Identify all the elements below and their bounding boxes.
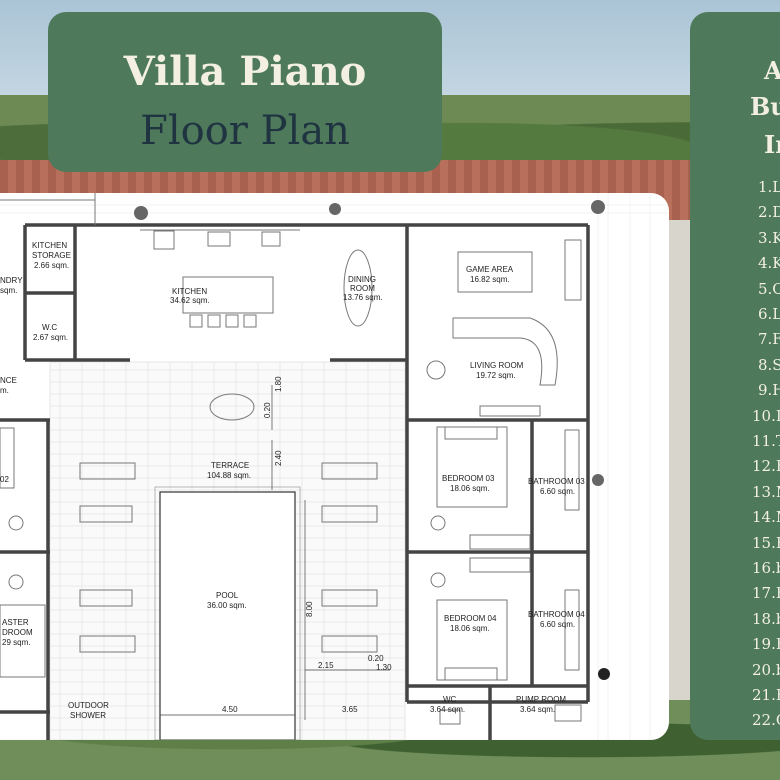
game-area-label: GAME AREA <box>466 265 514 274</box>
kitchen-label: KITCHEN <box>172 287 207 296</box>
pool-label: POOL <box>216 591 239 600</box>
bedroom-02-label: 02 <box>0 475 9 484</box>
entrance-label: NCE <box>0 376 17 385</box>
bedroom-04-area: 18.06 sqm. <box>450 624 490 633</box>
kitchen-storage-label-2: STORAGE <box>32 251 71 260</box>
legend-item: 4.K <box>758 254 780 273</box>
legend-item: 19.F <box>752 635 780 654</box>
dim-020-b: 0.20 <box>368 654 384 663</box>
kitchen-area: 34.62 sqm. <box>170 296 210 305</box>
legend-item: 21.F <box>752 686 780 704</box>
legend-item: 11.T <box>752 432 780 450</box>
floor-plan-card: KITCHEN STORAGE 2.66 sqm. NDRY sqm. W.C … <box>0 193 669 740</box>
legend-item: 5.C <box>758 279 780 298</box>
terrace-area: 104.88 sqm. <box>207 471 251 480</box>
legend-item: 17.E <box>752 584 780 603</box>
legend-item: 18.b <box>752 609 780 628</box>
bedroom-04-label: BEDROOM 04 <box>444 614 497 623</box>
dim-450: 4.50 <box>222 705 238 714</box>
legend-item: 20.b <box>752 660 780 679</box>
legend-item: 1.L <box>758 178 780 196</box>
wc-small-label: W.C <box>42 323 57 332</box>
legend-item: 3.K <box>758 228 780 247</box>
legend-item: 14.M <box>752 508 780 527</box>
legend-heading-2: Bu <box>750 92 780 121</box>
title-line-1: Villa Piano <box>123 48 367 95</box>
pump-room-area: 3.64 sqm. <box>520 705 555 714</box>
legend-item: 16.b <box>752 559 780 577</box>
title-card: Villa Piano Floor Plan <box>48 12 442 172</box>
master-bedroom-area: 29 sqm. <box>2 638 30 647</box>
living-room-area: 19.72 sqm. <box>476 371 516 380</box>
dim-800: 8.00 <box>305 601 314 617</box>
dining-area: 13.76 sqm. <box>343 293 383 302</box>
plant-symbols <box>134 200 610 680</box>
dim-215: 2.15 <box>318 661 334 670</box>
legend-panel: A Bu In 1.L 2.D 3.K 4.K 5.C 6.L 7.F 8.S 9.H 10.L 1… <box>690 12 780 740</box>
legend-heading-1: A <box>764 56 780 85</box>
dim-180: 1.80 <box>274 376 283 392</box>
laundry-area: sqm. <box>0 286 17 295</box>
legend-item: 7.F <box>758 330 780 349</box>
living-room-label: LIVING ROOM <box>470 361 524 370</box>
legend-item: 9.H <box>758 381 780 400</box>
master-bedroom-label-1: ASTER <box>2 618 29 627</box>
master-bedroom-label-2: DROOM <box>2 628 33 637</box>
laundry-label: NDRY <box>0 276 23 285</box>
legend-item: 13.M <box>752 482 780 501</box>
pool-outline <box>159 491 296 740</box>
wc-label: WC <box>443 695 457 704</box>
entrance-area: m. <box>0 386 9 395</box>
bathroom-04-label: BATHROOM 04 <box>528 610 585 619</box>
kitchen-storage-label-1: KITCHEN <box>32 241 67 250</box>
outdoor-shower-label-1: OUTDOOR <box>68 701 109 710</box>
bathroom-03-label: BATHROOM 03 <box>528 477 585 486</box>
legend-item: 22.C <box>752 711 780 730</box>
dim-365: 3.65 <box>342 705 358 714</box>
legend-item: 10.L <box>752 406 780 425</box>
wc-small-area: 2.67 sqm. <box>33 333 68 342</box>
legend-item: 2.D <box>758 203 780 222</box>
wc-area: 3.64 sqm. <box>430 705 465 714</box>
legend-heading-3: In <box>764 130 780 159</box>
legend-item: 6.L <box>758 305 780 323</box>
bedroom-03-area: 18.06 sqm. <box>450 484 490 493</box>
floor-plan-drawing: KITCHEN STORAGE 2.66 sqm. NDRY sqm. W.C … <box>0 193 669 740</box>
title-line-2: Floor Plan <box>140 108 350 154</box>
dining-label-2: ROOM <box>350 284 375 293</box>
legend-item: 15.E <box>752 533 780 552</box>
walls <box>0 223 590 740</box>
game-area-area: 16.82 sqm. <box>470 275 510 284</box>
bedroom-03-label: BEDROOM 03 <box>442 474 495 483</box>
outdoor-shower-label-2: SHOWER <box>70 711 106 720</box>
dining-label-1: DINING <box>348 275 376 284</box>
dim-240: 2.40 <box>274 450 283 466</box>
kitchen-storage-area: 2.66 sqm. <box>34 261 69 270</box>
pump-room-label: PUMP ROOM <box>516 695 566 704</box>
bathroom-04-area: 6.60 sqm. <box>540 620 575 629</box>
terrace-label: TERRACE <box>211 461 249 470</box>
bathroom-03-area: 6.60 sqm. <box>540 487 575 496</box>
legend-item: 8.S <box>758 355 780 374</box>
dim-020-a: 0.20 <box>263 402 272 418</box>
legend-item: 12.E <box>752 457 780 476</box>
pool-area: 36.00 sqm. <box>207 601 247 610</box>
dim-130: 1.30 <box>376 663 392 672</box>
